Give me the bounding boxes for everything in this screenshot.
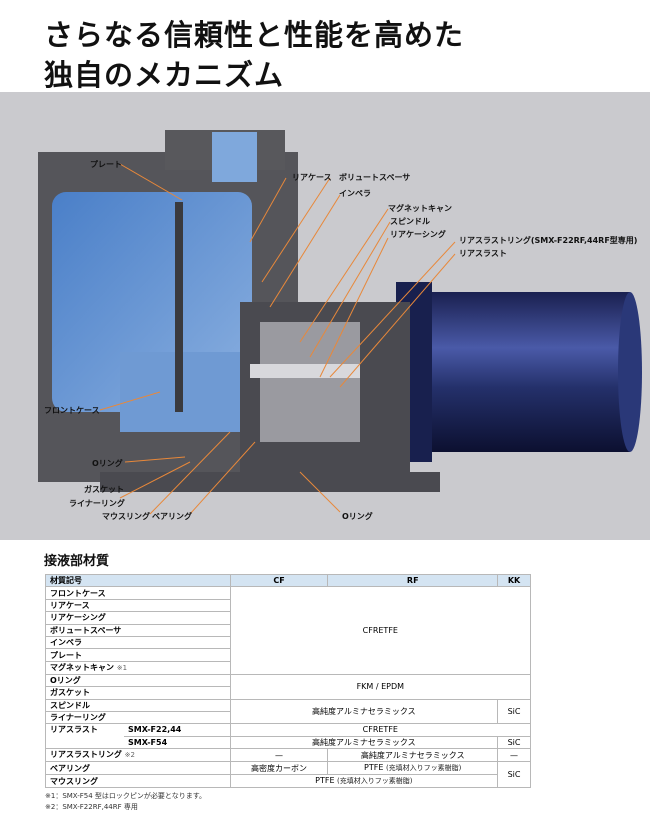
row-label-text: マグネットキャン [50,662,114,672]
row-sublabel: SMX-F22,44 [124,723,231,737]
cell-value: CFRETFE [229,586,532,675]
value-note: (充填材入りフッ素樹脂) [337,777,413,786]
label-front-case: フロントケース [44,406,100,415]
cell-value: 高純度アルミナセラミックス [229,698,499,725]
title-line-1: さらなる信頼性と性能を高めた [44,18,465,52]
row-label: マグネットキャン ※1 [45,660,231,675]
label-rear-thrust-ring: リアスラストリング(SMX-F22RF,44RF型専用) [459,236,638,245]
label-rear-case: リアケース [292,173,332,182]
header-material-code: 材質記号 [45,573,231,588]
row-label: フロントケース [45,586,231,600]
header-rf: RF [327,573,499,588]
motor [396,282,642,462]
row-sublabel: SMX-F54 [124,735,231,750]
header-cf: CF [229,573,329,588]
label-rear-casing: リアケーシング [390,230,446,239]
row-label: プレート [45,648,231,662]
value-text: PTFE [315,776,335,786]
label-plate: プレート [90,160,122,169]
table-row: インペラ [45,635,531,650]
row-label: Oリング [45,673,231,688]
table-row: ボリュートスペーサ [45,623,531,637]
cell-value: SiC [497,735,531,750]
label-o-ring-left: Oリング [92,459,123,468]
label-magnet-can: マグネットキャン [388,204,452,213]
table-row: リアケース [45,598,531,613]
title-line-2: 独自のメカニズム [44,58,285,92]
label-bearing: ベアリング [152,512,192,521]
value-text: PTFE [364,763,384,773]
row-label-text: リアスラストリング [50,750,122,760]
cell-value: — [229,748,329,763]
leader-lines [99,163,456,515]
row-label: リアケーシング [45,611,231,625]
label-mouth-ring: マウスリング [102,512,150,521]
table-row: リアケーシング [45,611,531,625]
row-label: リアケース [45,598,231,613]
row-label: ガスケット [45,686,231,700]
footnote-1: ※1：SMX-F54 型はロックピンが必要となります。 [45,792,207,800]
cell-value: 高純度アルミナセラミックス [229,735,499,750]
label-gasket: ガスケット [84,485,124,494]
cell-value: SiC [497,698,531,725]
label-spindle: スピンドル [390,217,430,226]
cell-value: — [497,748,531,763]
row-label: ライナーリング [45,710,231,725]
table-header-row: 材質記号 CF RF KK [45,573,531,588]
cell-value: PTFE (充填材入りフッ素樹脂) [327,761,499,776]
cell-value: PTFE (充填材入りフッ素樹脂) [229,774,499,789]
label-rear-thrust: リアスラスト [459,249,507,258]
label-liner-ring: ライナーリング [69,499,125,508]
value-note: (充填材入りフッ素樹脂) [385,764,462,773]
table-row: プレート [45,648,531,662]
footnote-2: ※2：SMX-F22RF,44RF 専用 [45,803,138,811]
cell-value: 高密度カーボン [229,761,329,776]
label-volute-spacer: ボリュートスペーサ [339,173,411,182]
materials-heading: 接液部材質 [44,554,110,569]
pump-body [38,130,440,492]
row-label: ボリュートスペーサ [45,623,231,637]
pump-cutaway-diagram: プレート リアケース ボリュートスペーサ インペラ マグネットキャン スピンドル… [0,92,650,540]
table-row: ライナーリング [45,710,531,725]
row-label: リアスラスト [45,723,124,750]
note-mark: ※2 [124,751,135,760]
label-impeller: インペラ [339,189,371,198]
cell-value: 高純度アルミナセラミックス [327,748,499,763]
label-o-ring-bottom: Oリング [342,512,373,521]
row-label: マウスリング [45,774,231,789]
header-kk: KK [497,573,531,588]
row-label: スピンドル [45,698,231,712]
table-row: リアスラストリング ※2—高純度アルミナセラミックス— [45,748,531,763]
row-label: ベアリング [45,761,231,776]
row-label: リアスラストリング ※2 [45,748,231,763]
cell-value: SiC [497,761,531,789]
cell-value: FKM / EPDM [229,673,532,700]
note-mark: ※1 [116,663,128,672]
cell-value: CFRETFE [229,723,532,737]
row-label: インペラ [45,635,231,650]
table-row: ガスケット [45,686,531,700]
pump-illustration [38,130,642,515]
